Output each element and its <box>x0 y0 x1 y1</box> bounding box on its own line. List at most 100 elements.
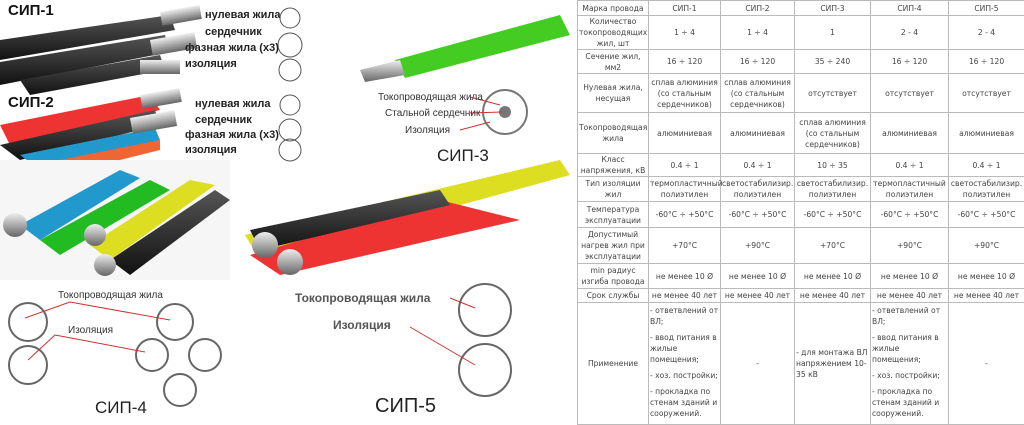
value-cell: 2 - 4 <box>871 16 949 50</box>
value-cell: не менее 10 Ø <box>795 264 871 289</box>
sip5-title: СИП-5 <box>375 395 436 418</box>
application-item: - ответвлений от ВЛ; <box>872 305 947 327</box>
sip2-label: нулевая жила <box>195 98 270 110</box>
value-cell: не менее 40 лет <box>871 289 949 303</box>
application-item: - хоз. постройки; <box>650 370 719 381</box>
value-cell: 1 ÷ 4 <box>649 16 721 50</box>
value-cell: 16 ÷ 120 <box>649 50 721 74</box>
sip5-cable-icon <box>245 160 570 396</box>
sip3-label: Токопроводящая жила <box>378 92 483 103</box>
value-cell: +70°С <box>795 228 871 264</box>
sip1-label: сердечник <box>205 26 262 38</box>
application-cell: - ответвлений от ВЛ; - ввод питания в жил… <box>871 303 949 425</box>
cable-illustrations: СИП-1 нулевая жила сердечник фазная жила… <box>0 0 577 420</box>
row-label: min радиус изгиба провода <box>578 264 649 289</box>
header-cell: Марка провода <box>578 1 649 16</box>
application-row: Применение- ответвлений от ВЛ;- ввод пит… <box>578 303 1024 425</box>
application-item: - прокладка по стенам зданий и сооружени… <box>650 386 719 419</box>
application-cell: - для монтажа ВЛ напряжением 10-35 кВ <box>795 303 871 425</box>
value-cell: алюминиевая <box>649 113 721 154</box>
value-cell: не менее 10 Ø <box>721 264 795 289</box>
sip4-label: Изоляция <box>68 325 113 336</box>
cable-drawings <box>0 0 577 420</box>
application-cell: - ответвлений от ВЛ; - ввод питания в жил… <box>649 303 721 425</box>
value-cell: -60°С ÷ +50°С <box>871 202 949 228</box>
value-cell: 0.4 ÷ 1 <box>871 154 949 177</box>
sip3-label: Изоляция <box>405 125 450 136</box>
application-item: - ввод питания в жилые помещения; <box>872 332 947 365</box>
sip4-title: СИП-4 <box>95 398 147 418</box>
sip2-label: изоляция <box>185 144 237 156</box>
value-cell: 0.4 ÷ 1 <box>949 154 1024 177</box>
row-label: Допустимый нагрев жил при эксплуатации <box>578 228 649 264</box>
application-item: - прокладка по стенам зданий и сооружени… <box>872 386 947 419</box>
value-cell: термопластичный полиэтилен <box>871 177 949 202</box>
table-row: Допустимый нагрев жил при эксплуатации+7… <box>578 228 1024 264</box>
header-cell: СИП-1 <box>649 1 721 16</box>
value-cell: не менее 40 лет <box>795 289 871 303</box>
value-cell: +90°С <box>871 228 949 264</box>
application-item: - ответвлений от ВЛ; <box>650 305 719 327</box>
value-cell: -60°С ÷ +50°С <box>649 202 721 228</box>
value-cell: не менее 40 лет <box>949 289 1024 303</box>
value-cell: +70°С <box>649 228 721 264</box>
sip1-label: фазная жила (x3) <box>185 42 279 54</box>
value-cell: 1 <box>795 16 871 50</box>
value-cell: не менее 40 лет <box>649 289 721 303</box>
sip3-label: Стальной сердечник <box>385 108 480 119</box>
value-cell: алюминиевая <box>721 113 795 154</box>
value-cell: 16 ÷ 120 <box>871 50 949 74</box>
sip5-label: Изоляция <box>333 318 391 332</box>
value-cell: сплав алюминия (со стальным сердечников) <box>649 74 721 113</box>
table-row: Температура эксплуатации-60°С ÷ +50°С-60… <box>578 202 1024 228</box>
value-cell: 16 ÷ 120 <box>721 50 795 74</box>
application-cell: - <box>721 303 795 425</box>
row-label: Количество токопроводящих жил, шт <box>578 16 649 50</box>
value-cell: не менее 10 Ø <box>871 264 949 289</box>
row-label: Нулевая жила, несущая <box>578 74 649 113</box>
row-label: Срок службы <box>578 289 649 303</box>
value-cell: +90°С <box>721 228 795 264</box>
sip1-title: СИП-1 <box>8 2 54 19</box>
value-cell: сплав алюминия (со стальным сердечников) <box>721 74 795 113</box>
row-label: Класс напряжения, кВ <box>578 154 649 177</box>
value-cell: алюминиевая <box>871 113 949 154</box>
value-cell: отсутствует <box>949 74 1024 113</box>
row-label: Температура эксплуатации <box>578 202 649 228</box>
value-cell: отсутствует <box>795 74 871 113</box>
header-cell: СИП-5 <box>949 1 1024 16</box>
value-cell: сплав алюминия (со стальным сердечников) <box>795 113 871 154</box>
value-cell: 0.4 ÷ 1 <box>649 154 721 177</box>
application-cell: - <box>949 303 1024 425</box>
value-cell: не менее 10 Ø <box>649 264 721 289</box>
value-cell: не менее 40 лет <box>721 289 795 303</box>
sip5-label: Токопроводящая жила <box>295 291 430 305</box>
value-cell: термопластичный полиэтилен <box>649 177 721 202</box>
header-cell: СИП-2 <box>721 1 795 16</box>
application-item: - ввод питания в жилые помещения; <box>650 332 719 365</box>
row-label: Токопроводящая жила <box>578 113 649 154</box>
value-cell: +90°С <box>949 228 1024 264</box>
sip2-title: СИП-2 <box>8 94 54 111</box>
sip2-label: фазная жила (x3) <box>185 129 279 141</box>
sip1-label: нулевая жила <box>205 9 280 21</box>
value-cell: 0.4 ÷ 1 <box>721 154 795 177</box>
sip4-label: Токопроводящая жила <box>58 290 163 301</box>
header-cell: СИП-4 <box>871 1 949 16</box>
value-cell: -60°С ÷ +50°С <box>795 202 871 228</box>
value-cell: -60°С ÷ +50°С <box>721 202 795 228</box>
sip2-label: сердечник <box>195 114 252 126</box>
value-cell: 10 ÷ 35 <box>795 154 871 177</box>
row-label: Применение <box>578 303 649 425</box>
value-cell: -60°С ÷ +50°С <box>949 202 1024 228</box>
row-label: Тип изоляции жил <box>578 177 649 202</box>
sip1-label: изоляция <box>185 58 237 70</box>
